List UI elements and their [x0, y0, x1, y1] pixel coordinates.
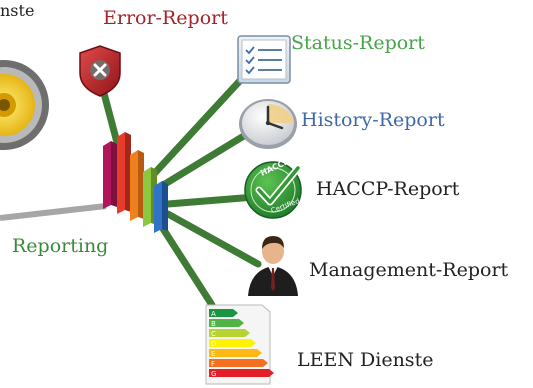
bar-chart-hub-icon	[103, 132, 168, 233]
energy-grade-letter: D	[211, 340, 216, 348]
status-report-label: Status-Report	[291, 32, 425, 54]
energy-grade-letter: C	[211, 330, 216, 338]
energy-bar-f	[209, 359, 268, 367]
energy-bar-b	[209, 319, 244, 327]
shield-x-icon	[79, 45, 121, 97]
connector-haccp	[164, 193, 259, 208]
energy-bar-g	[209, 369, 274, 377]
checklist-icon	[237, 35, 291, 84]
management-report-label: Management-Report	[309, 259, 509, 281]
energy-grade-letter: A	[211, 310, 216, 318]
connector-history	[156, 130, 251, 191]
haccp-report-label: HACCP-Report	[316, 178, 460, 200]
energy-grade-letter: B	[211, 320, 216, 328]
connector-management	[164, 210, 262, 268]
connector-leen	[156, 220, 216, 309]
haccp-certified-icon: HACCP Certified	[244, 157, 302, 219]
error-report-label: Error-Report	[103, 7, 228, 29]
gear-icon	[0, 60, 49, 150]
energy-bar-c	[209, 329, 250, 337]
energy-bar-a	[209, 309, 238, 317]
energy-grade-letter: F	[211, 360, 215, 368]
corner-label: nste	[0, 1, 35, 20]
manager-person-icon	[248, 236, 298, 296]
clock-icon	[239, 99, 297, 149]
energy-grade-letter: E	[211, 350, 215, 358]
energy-grade-letter: G	[211, 370, 216, 378]
history-report-label: History-Report	[301, 109, 445, 131]
connector-status	[148, 68, 252, 180]
leen-dienste-label: LEEN Dienste	[297, 349, 434, 371]
gray-connector-line	[0, 203, 107, 221]
connector-lines	[97, 68, 262, 309]
energy-bar-d	[209, 339, 256, 347]
energy-bar-e	[209, 349, 262, 357]
reporting-label: Reporting	[12, 235, 109, 257]
